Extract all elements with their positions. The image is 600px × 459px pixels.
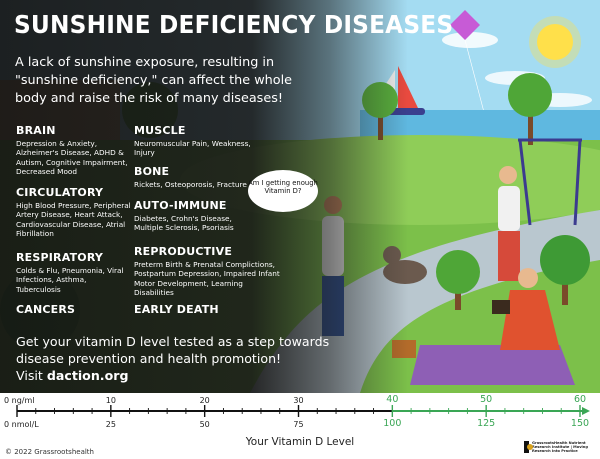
category-desc: Depression & Anxiety, Alzheimer's Diseas…: [16, 139, 128, 177]
speech-bubble: Am I getting enough Vitamin D?: [248, 170, 318, 212]
scale-tick-label-ng: 60: [573, 394, 587, 405]
visit-line: Visit daction.org: [16, 368, 128, 383]
category-desc: High Blood Pressure, Peripheral Artery D…: [16, 201, 131, 239]
scale-tick-label-ng: 30: [293, 396, 304, 405]
scale-arrow-icon: [582, 407, 590, 415]
infographic-poster: SUNSHINE DEFICIENCY DISEASES A lack of s…: [0, 0, 600, 393]
category-heading: MUSCLE: [134, 124, 186, 137]
category-autoimmune: AUTO-IMMUNE Diabetes, Crohn's Disease, M…: [134, 199, 244, 233]
category-circulatory: CIRCULATORY High Blood Pressure, Periphe…: [16, 186, 134, 239]
category-bone: BONE Rickets, Osteoporosis, Fracture: [134, 165, 259, 189]
category-desc: Neuromuscular Pain, Weakness, Injury: [134, 139, 251, 158]
category-heading: BRAIN: [16, 124, 56, 137]
call-to-action: Get your vitamin D level tested as a ste…: [16, 334, 330, 366]
scale-tick-label-ng: 20: [199, 396, 210, 405]
category-heading: AUTO-IMMUNE: [134, 199, 227, 212]
category-heading: EARLY DEATH: [134, 303, 219, 316]
category-heading: REPRODUCTIVE: [134, 245, 233, 258]
scale-title: Your Vitamin D Level: [245, 436, 355, 448]
scale-tick-label-ng: 10: [105, 396, 116, 405]
category-heading: CANCERS: [16, 303, 76, 316]
category-desc: Colds & Flu, Pneumonia, Viral Infections…: [16, 266, 124, 294]
category-early-death: EARLY DEATH: [134, 303, 259, 316]
vitamin-d-scale: 0 ng/ml 0 nmol/L 10 20 30 40 50 60 25 50 75 100 125 1…: [0, 393, 600, 459]
scale-tick-label-nmol: 125: [477, 418, 496, 429]
scale-tick-label-nmol: 150: [570, 418, 590, 429]
category-heading: BONE: [134, 165, 170, 178]
scale-tick-label-nmol: 75: [293, 420, 304, 429]
scale-tick-label-ng: 40: [386, 394, 399, 405]
scale-tick-label-nmol: 25: [105, 420, 116, 429]
scale-unit-bottom: 0 nmol/L: [4, 420, 39, 429]
page-title: SUNSHINE DEFICIENCY DISEASES: [14, 10, 454, 39]
category-desc: Diabetes, Crohn's Disease, Multiple Scle…: [134, 214, 234, 233]
scale-ruler: [16, 405, 590, 417]
logo-text: GrassrootsHealth Nutrient Research Insti…: [532, 440, 588, 454]
copyright: © 2022 Grassrootshealth: [5, 448, 94, 456]
scale-tick-label-nmol: 50: [199, 420, 210, 429]
scale-tick-label-nmol: 100: [383, 418, 402, 429]
intro-text: A lack of sunshine exposure, resulting i…: [15, 55, 293, 106]
category-muscle: MUSCLE Neuromuscular Pain, Weakness, Inj…: [134, 124, 259, 158]
category-brain: BRAIN Depression & Anxiety, Alzheimer's …: [16, 124, 134, 177]
category-heading: RESPIRATORY: [16, 251, 104, 264]
category-desc: Preterm Birth & Prenatal Complictions, P…: [134, 260, 280, 298]
grassrootshealth-logo: GrassrootsHealth Nutrient Research Insti…: [524, 437, 598, 457]
category-desc: Rickets, Osteoporosis, Fracture: [134, 180, 247, 189]
visit-prefix: Visit: [16, 368, 43, 383]
website-link[interactable]: daction.org: [46, 368, 129, 383]
scale-tick-label-ng: 50: [480, 394, 493, 405]
logo-icon: [524, 441, 534, 453]
category-cancers: CANCERS: [16, 303, 128, 316]
category-heading: CIRCULATORY: [16, 186, 104, 199]
scale-unit-top: 0 ng/ml: [4, 396, 35, 405]
category-respiratory: RESPIRATORY Colds & Flu, Pneumonia, Vira…: [16, 251, 128, 294]
category-reproductive: REPRODUCTIVE Preterm Birth & Prenatal Co…: [134, 245, 284, 298]
